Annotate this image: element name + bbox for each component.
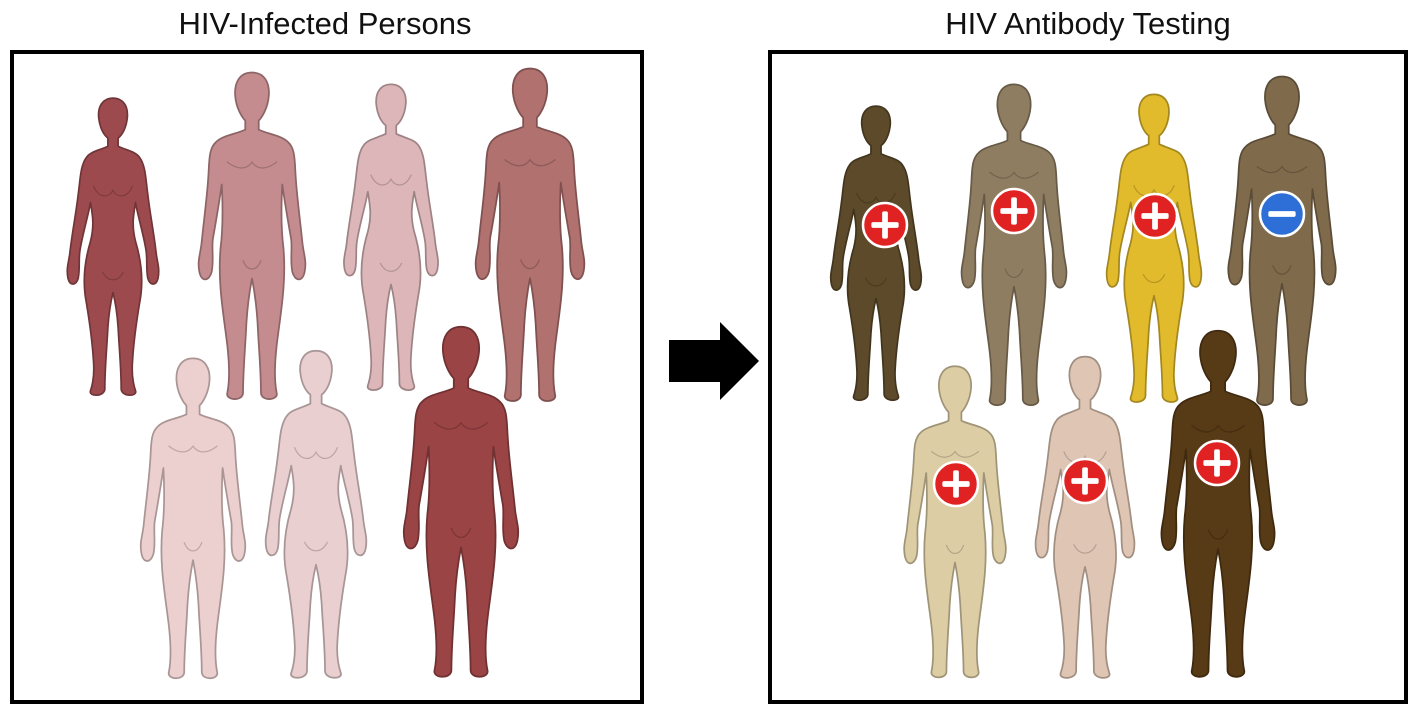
tested-person-2 bbox=[962, 84, 1067, 405]
infected-person-7 bbox=[404, 327, 518, 677]
positive-result-icon-7 bbox=[1195, 441, 1239, 485]
infected-person-4 bbox=[476, 69, 585, 401]
tested-person-1 bbox=[831, 106, 922, 400]
infected-person-6 bbox=[266, 351, 367, 678]
negative-result-icon-4 bbox=[1260, 192, 1304, 236]
positive-result-icon-5 bbox=[934, 462, 978, 506]
tested-person-5 bbox=[904, 366, 1006, 677]
tested-person-6 bbox=[1036, 357, 1135, 678]
tested-person-7 bbox=[1161, 331, 1274, 677]
positive-result-icon-2 bbox=[992, 189, 1036, 233]
positive-result-icon-6 bbox=[1063, 459, 1107, 503]
infected-person-1 bbox=[67, 98, 158, 395]
infected-person-5 bbox=[141, 358, 246, 678]
tested-person-3 bbox=[1107, 94, 1202, 402]
infected-person-3 bbox=[344, 84, 438, 390]
tested-person-4 bbox=[1228, 77, 1335, 406]
positive-result-icon-3 bbox=[1133, 194, 1177, 238]
infected-person-2 bbox=[199, 72, 306, 399]
positive-result-icon-1 bbox=[863, 203, 907, 247]
right-arrow-icon bbox=[669, 322, 759, 400]
